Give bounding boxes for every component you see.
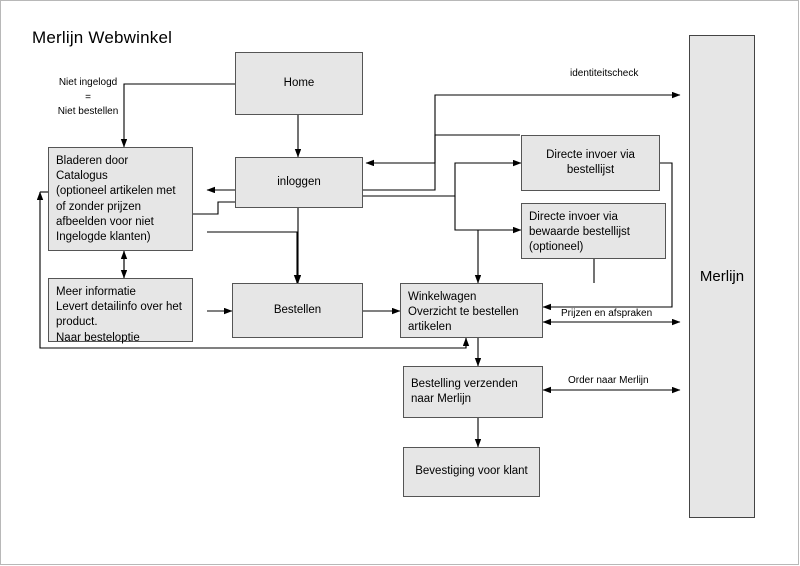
node-merlijn[interactable]: Merlijn xyxy=(689,35,755,518)
node-inloggen[interactable]: inloggen xyxy=(235,157,363,208)
node-bladeren-door-catalogus[interactable]: Bladeren door Catalogus (optioneel artik… xyxy=(48,147,193,251)
node-meer-informatie[interactable]: Meer informatie Levert detailinfo over h… xyxy=(48,278,193,344)
node-bestellen[interactable]: Bestellen xyxy=(232,283,363,338)
node-winkelwagen[interactable]: Winkelwagen Overzicht te bestellen artik… xyxy=(400,283,543,338)
node-home[interactable]: Home xyxy=(235,52,363,115)
node-bevestiging-voor-klant[interactable]: Bevestiging voor klant xyxy=(403,447,540,497)
page-title: Merlijn Webwinkel xyxy=(32,28,173,47)
node-directe-invoer-bewaarde-bestellijst[interactable]: Directe invoer via bewaarde bestellijst … xyxy=(521,203,666,259)
node-directe-invoer-bestellijst[interactable]: Directe invoer via bestellijst xyxy=(521,135,660,191)
annotation-niet-ingelogd: Niet ingelogd = Niet bestellen xyxy=(57,77,119,117)
node-bestelling-verzenden[interactable]: Bestelling verzenden naar Merlijn xyxy=(403,366,543,418)
edge-label-identiteitscheck: identiteitscheck xyxy=(570,68,639,79)
edge-label-prijzen-en-afspraken: Prijzen en afspraken xyxy=(561,308,653,319)
edge-label-order-naar-merlijn: Order naar Merlijn xyxy=(568,375,649,386)
